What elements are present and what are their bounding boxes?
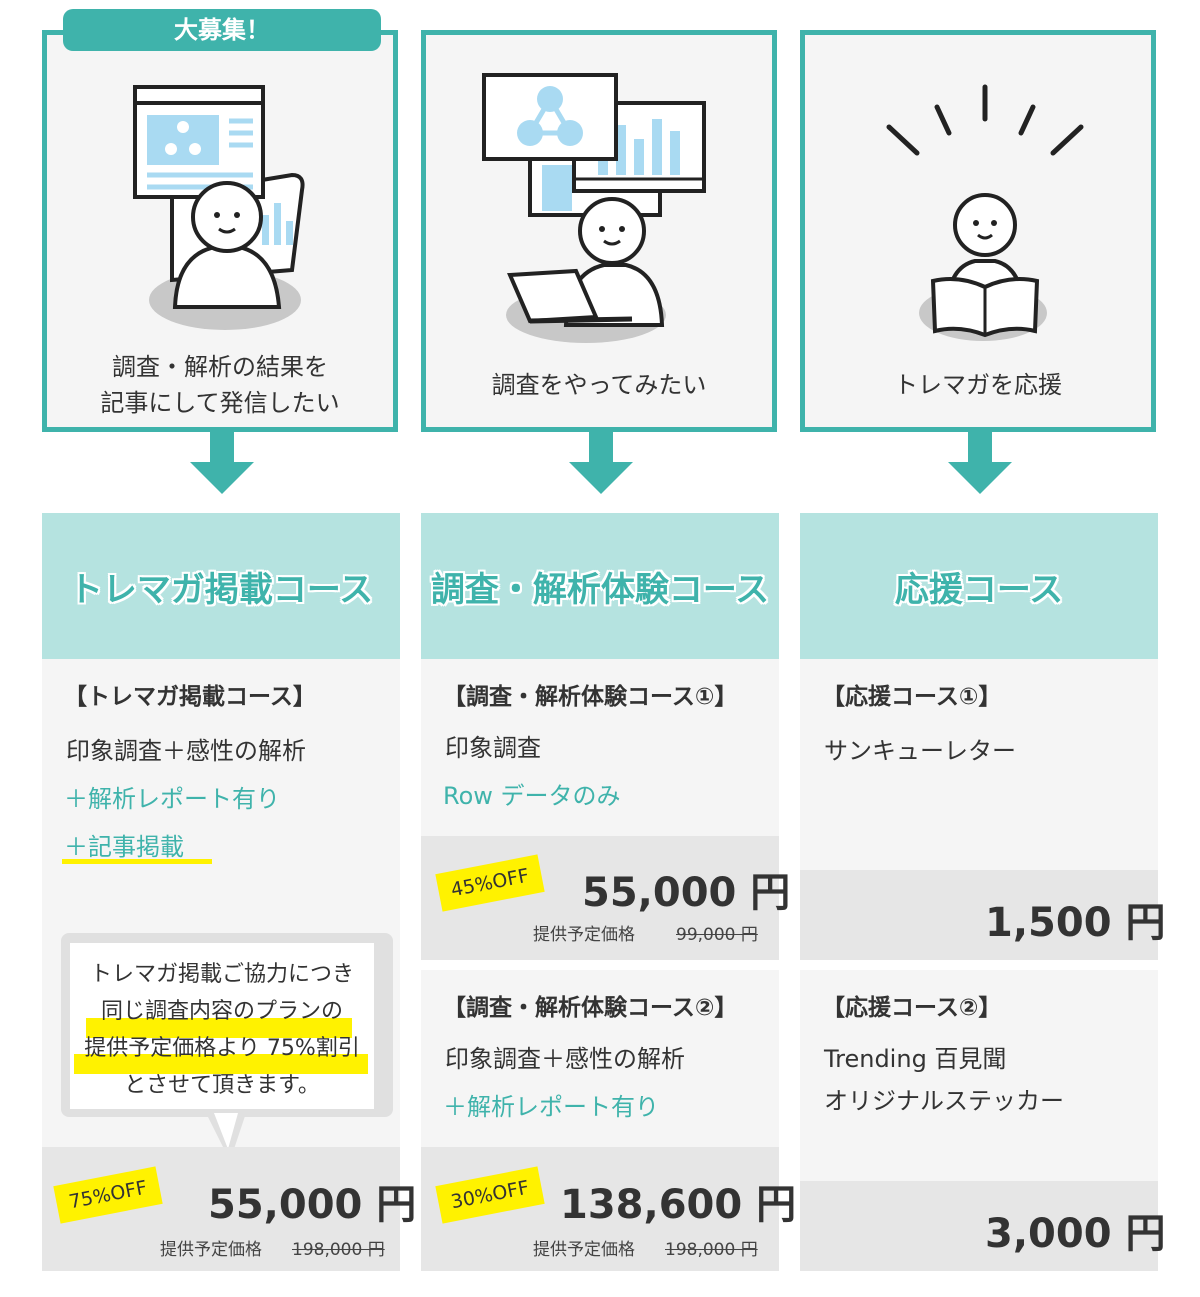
price: 138,600 円	[560, 1182, 797, 1228]
course-header-support: 応援コース	[800, 513, 1158, 659]
card-support-line-1: トレマガを応援	[894, 371, 1062, 399]
price-band	[800, 870, 1158, 960]
card-publish-line-1: 調査・解析の結果を	[112, 353, 328, 381]
card-support: トレマガを応援	[800, 30, 1156, 432]
course-line: Trending 百見聞	[824, 1045, 1007, 1073]
course-header-research-label: 調査・解析体験コース	[430, 569, 770, 610]
recruit-badge: 大募集！	[63, 9, 381, 51]
course-line: Row データのみ	[443, 782, 621, 810]
course-line: 印象調査	[445, 734, 541, 762]
planned-price-label: 提供予定価格	[160, 1240, 262, 1260]
course-panel-research-1	[421, 659, 779, 836]
arrow-down-icon	[569, 432, 633, 494]
bubble-line: 提供予定価格より 75%割引	[84, 1036, 360, 1061]
planned-price-label: 提供予定価格	[533, 925, 635, 945]
course-header-publish: トレマガ掲載コース	[42, 513, 400, 659]
bubble-line: とさせて頂きます。	[124, 1073, 320, 1098]
card-publish-line-2: 記事にして発信したい	[100, 389, 340, 417]
course-line: 印象調査＋感性の解析	[445, 1045, 685, 1073]
price: 55,000 円	[582, 870, 791, 916]
course-header-publish-label: トレマガ掲載コース	[68, 569, 374, 610]
price: 55,000 円	[208, 1182, 417, 1228]
price: 1,500 円	[985, 900, 1166, 946]
course-header-support-label: 応援コース	[894, 569, 1064, 610]
reader-illustration-icon	[886, 84, 1084, 341]
reporter-illustration-icon	[133, 85, 305, 330]
course-title: 【調査・解析体験コース②】	[443, 995, 738, 1021]
course-panel-support-2	[800, 970, 1158, 1181]
price: 3,000 円	[985, 1211, 1166, 1257]
card-research: 調査をやってみたい	[421, 30, 777, 432]
course-panel-support-1	[800, 659, 1158, 870]
course-line: サンキューレター	[824, 737, 1016, 765]
bubble-tail-icon	[206, 1113, 246, 1161]
course-line: オリジナルステッカー	[824, 1087, 1064, 1115]
original-price: 198,000 円	[665, 1240, 758, 1260]
card-research-line-1: 調査をやってみたい	[491, 371, 707, 399]
highlight-underline	[62, 859, 212, 864]
course-title: 【調査・解析体験コース①】	[443, 684, 738, 710]
course-line: ＋記事掲載	[64, 833, 184, 861]
course-title: 【トレマガ掲載コース】	[64, 684, 316, 710]
researcher-illustration-icon	[482, 73, 706, 343]
course-header-research: 調査・解析体験コース	[421, 513, 779, 659]
bubble-line: 同じ調査内容のプランの	[100, 999, 343, 1024]
arrow-down-icon	[190, 432, 254, 494]
bubble-line: トレマガ掲載ご協力につき	[89, 962, 354, 987]
text-highlight	[86, 1018, 352, 1038]
course-panel-research-2	[421, 970, 779, 1147]
course-line: ＋解析レポート有り	[443, 1093, 659, 1121]
course-title: 【応援コース②】	[822, 995, 1002, 1021]
course-title: 【応援コース①】	[822, 684, 1002, 710]
price-band	[800, 1181, 1158, 1271]
original-price: 99,000 円	[676, 925, 758, 945]
text-highlight	[74, 1054, 368, 1074]
original-price: 198,000 円	[292, 1240, 385, 1260]
planned-price-label: 提供予定価格	[533, 1240, 635, 1260]
arrow-down-icon	[948, 432, 1012, 494]
course-line: 印象調査＋感性の解析	[66, 737, 306, 765]
course-line: ＋解析レポート有り	[64, 785, 280, 813]
card-publish: 調査・解析の結果を 記事にして発信したい	[42, 30, 398, 432]
